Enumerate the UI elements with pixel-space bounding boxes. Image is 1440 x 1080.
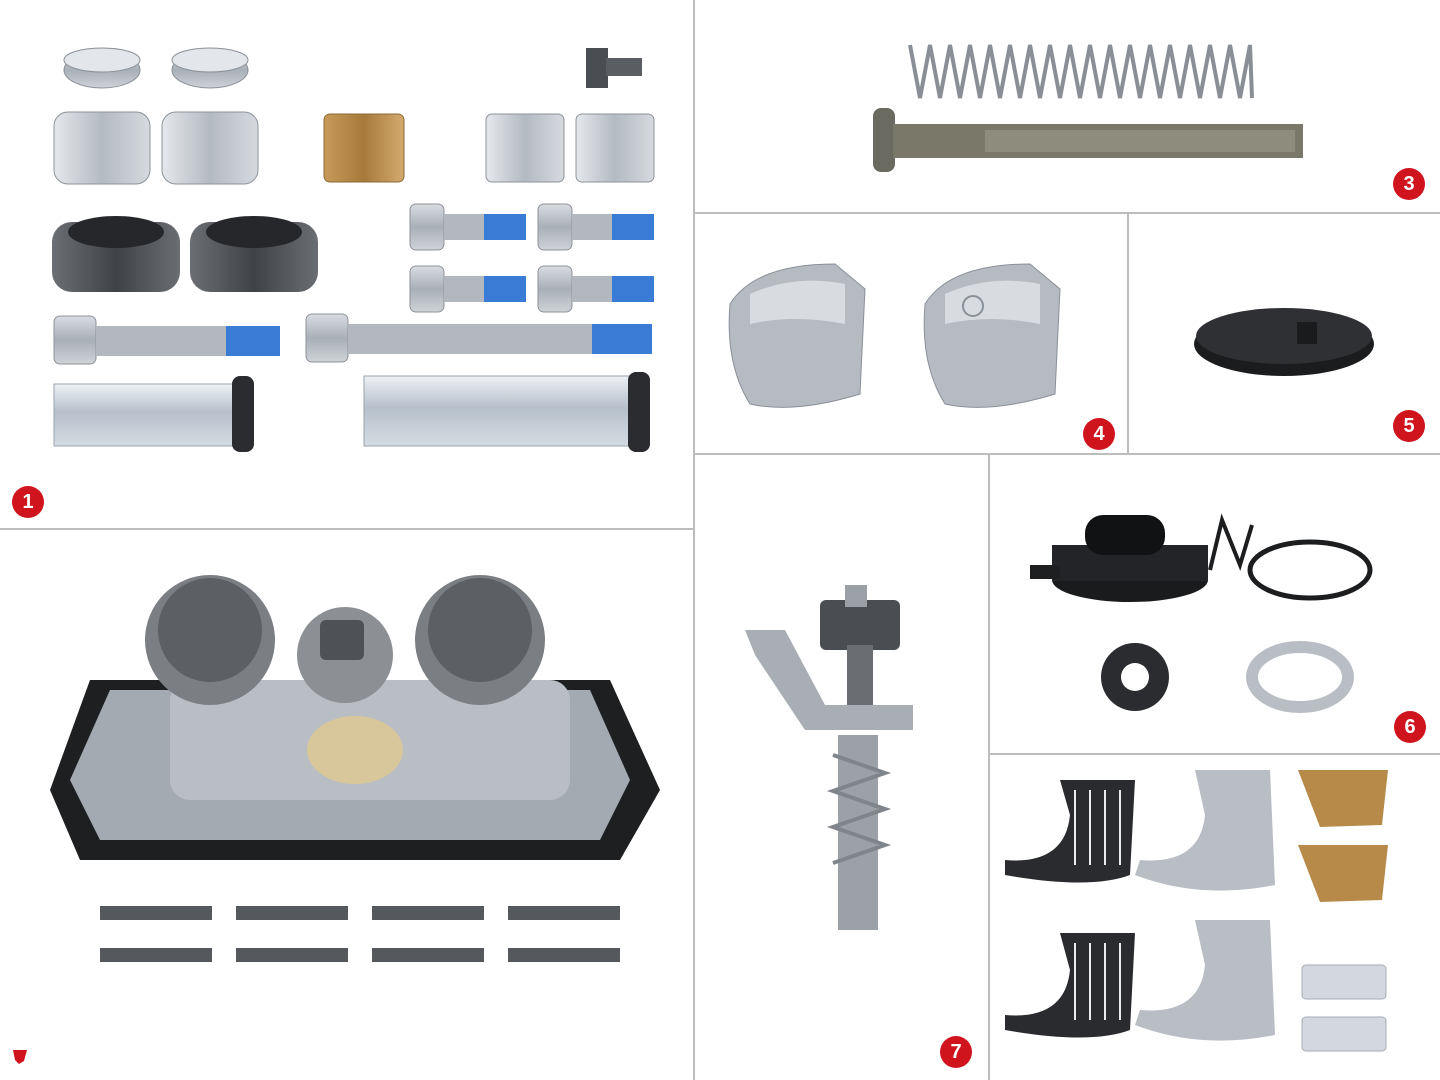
caps-seals-illustration	[1030, 513, 1373, 713]
panel-5-cover-plate: 5	[1129, 214, 1440, 453]
panel-5-number-badge: 5	[1393, 410, 1425, 442]
divider-right-top-horizontal	[694, 212, 1440, 214]
divider-right-bottom-horizontal	[989, 753, 1440, 755]
bearings-illustration	[1005, 770, 1388, 1052]
gear-mechanism-illustration	[50, 575, 660, 962]
panel-bearings	[990, 755, 1440, 1080]
panel-1-guide-kit: 1	[0, 0, 693, 528]
panel-7-number-badge: 7	[940, 1036, 972, 1068]
divider-left-horizontal	[0, 528, 694, 530]
panel-3-spring-shaft: 3	[695, 0, 1440, 212]
cover-plate-illustration	[1194, 308, 1374, 376]
panel-6-number-badge: 6	[1394, 711, 1426, 743]
divider-right-mid-vertical	[1127, 212, 1129, 454]
adjuster-shaft-illustration	[745, 585, 913, 930]
panel-4-pressure-pieces: 4	[695, 214, 1127, 453]
divider-vertical-main	[693, 0, 695, 1080]
pressure-pieces-illustration	[728, 263, 1061, 408]
spring-shaft-illustration	[873, 44, 1303, 172]
panel-6-caps-seals: 6	[990, 455, 1440, 753]
panel-4-number-badge: 4	[1083, 418, 1115, 450]
guide-kit-illustration	[52, 47, 655, 452]
panel-gear-mechanism	[0, 530, 693, 1080]
panel-3-number-badge: 3	[1393, 168, 1425, 200]
brand-logo-icon	[13, 1050, 27, 1064]
divider-right-mid-horizontal	[694, 453, 1440, 455]
panel-7-adjuster-shaft: 7	[695, 455, 988, 1080]
divider-right-bottom-vertical	[988, 454, 990, 1080]
panel-1-number-badge: 1	[12, 486, 44, 518]
